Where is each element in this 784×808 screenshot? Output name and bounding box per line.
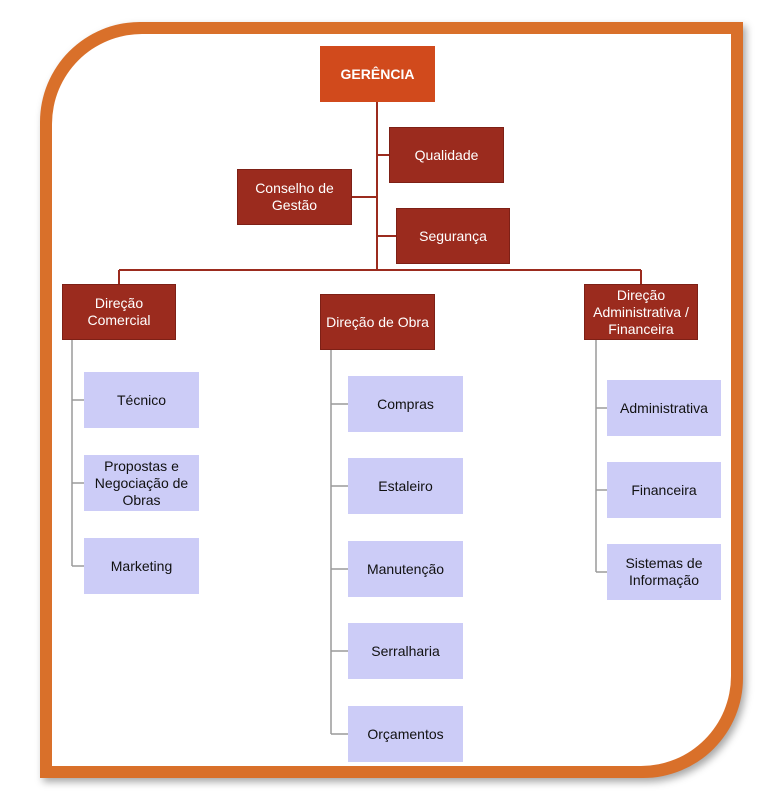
direcao-comercial-box: Direção Comercial xyxy=(62,284,176,340)
direcao-obra-box: Direção de Obra xyxy=(320,294,435,350)
serralharia-box: Serralharia xyxy=(348,623,463,679)
tecnico-box: Técnico xyxy=(84,372,199,428)
orcamentos-box: Orçamentos xyxy=(348,706,463,762)
marketing-box: Marketing xyxy=(84,538,199,594)
manutencao-box: Manutenção xyxy=(348,541,463,597)
estaleiro-box: Estaleiro xyxy=(348,458,463,514)
sistemas-informacao-box: Sistemas de Informação xyxy=(607,544,721,600)
gerencia-box: GERÊNCIA xyxy=(320,46,435,102)
financeira-box: Financeira xyxy=(607,462,721,518)
propostas-negociacao-box: Propostas e Negociação de Obras xyxy=(84,455,199,511)
compras-box: Compras xyxy=(348,376,463,432)
administrativa-box: Administrativa xyxy=(607,380,721,436)
qualidade-box: Qualidade xyxy=(389,127,504,183)
direcao-administrativa-box: Direção Administrativa / Financeira xyxy=(584,284,698,340)
conselho-gestao-box: Conselho de Gestão xyxy=(237,169,352,225)
seguranca-box: Segurança xyxy=(396,208,510,264)
